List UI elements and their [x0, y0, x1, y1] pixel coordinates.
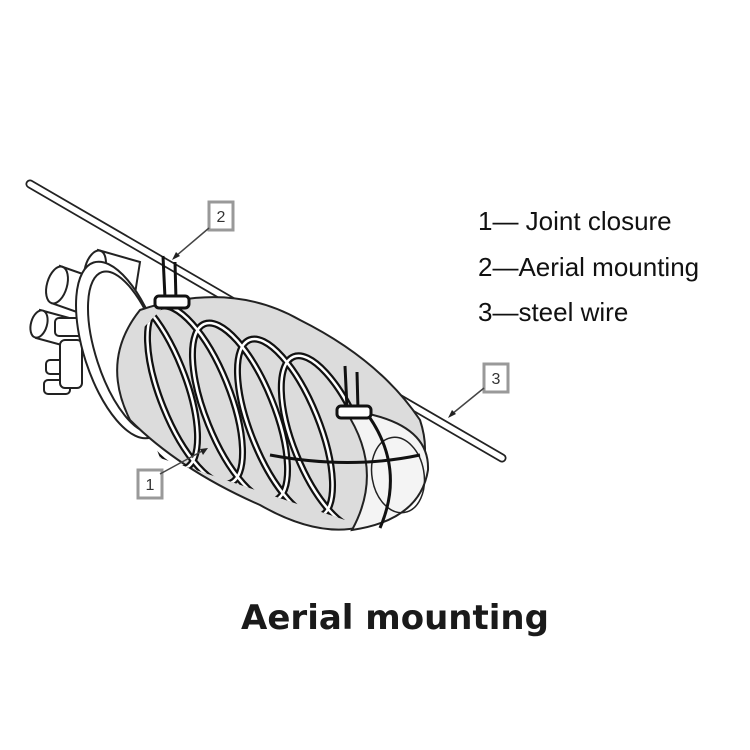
figure-caption: Aerial mounting	[241, 598, 549, 638]
legend-item-joint-closure: 1— Joint closure	[478, 206, 672, 236]
callout-2-label: 2	[217, 209, 226, 226]
legend-item-steel-wire: 3—steel wire	[478, 297, 629, 327]
callout-2: 2	[172, 200, 235, 260]
callout-1-label: 1	[146, 477, 155, 494]
callout-3-label: 3	[492, 371, 501, 388]
callout-3: 3	[448, 362, 510, 418]
aerial-mounting-hooks	[153, 255, 373, 420]
joint-closure	[116, 290, 430, 532]
callout-1: 1	[136, 448, 208, 500]
legend-item-aerial-mounting: 2—Aerial mounting	[478, 252, 700, 282]
